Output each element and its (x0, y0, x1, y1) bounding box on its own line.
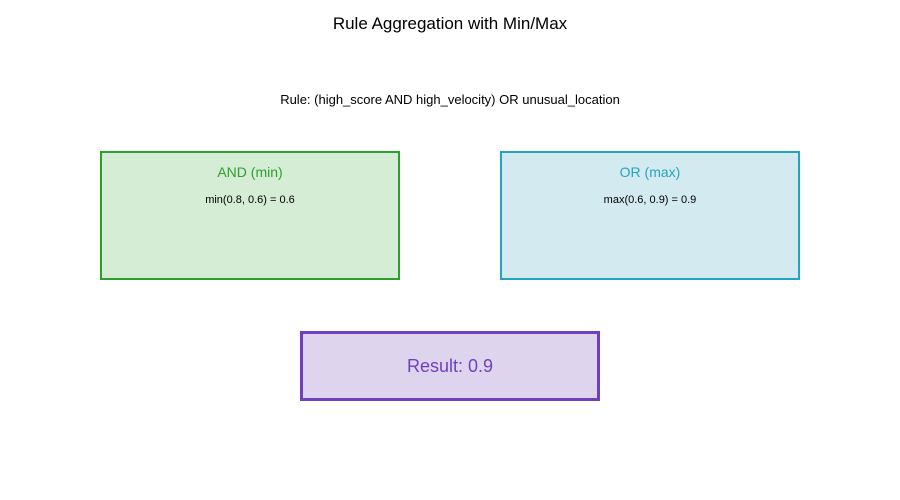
figure-title: Rule Aggregation with Min/Max (332, 14, 568, 33)
or-max-formula: max(0.6, 0.9) = 0.9 (603, 194, 697, 206)
and-min-formula: min(0.8, 0.6) = 0.6 (205, 194, 295, 206)
or-max-box: OR (max) max(0.6, 0.9) = 0.9 (500, 151, 800, 280)
result-box: Result: 0.9 (300, 331, 600, 401)
and-min-box: AND (min) min(0.8, 0.6) = 0.6 (100, 151, 400, 280)
and-min-label: AND (min) (217, 164, 283, 180)
or-max-label: OR (max) (619, 164, 681, 180)
rule-expression-text: Rule: (high_score AND high_velocity) OR … (280, 92, 620, 107)
result-label: Result: 0.9 (406, 355, 494, 376)
